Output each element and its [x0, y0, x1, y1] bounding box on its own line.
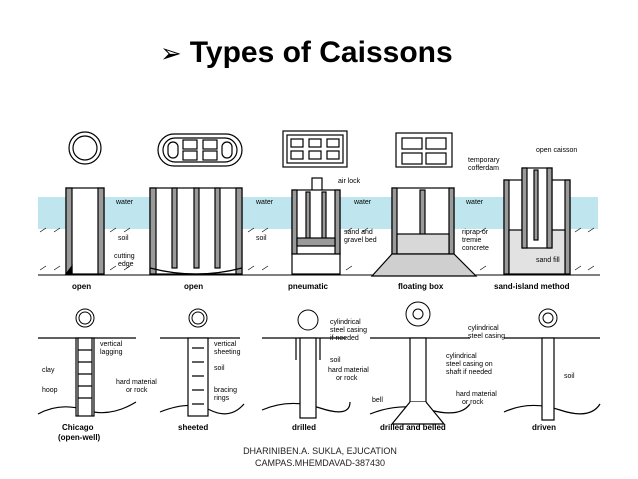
- bottom-sections: [37, 337, 601, 425]
- caption-chicago: Chicago: [62, 423, 94, 432]
- caption-open-well: (open-well): [58, 433, 101, 442]
- svg-text:clay: clay: [42, 367, 55, 374]
- bottom-labels: vertical lagging clay hoop vertical shee…: [42, 319, 575, 406]
- arrow-bullet-icon: ➢: [160, 39, 182, 69]
- svg-text:vertical: vertical: [100, 341, 123, 348]
- svg-text:concrete: concrete: [462, 245, 489, 252]
- svg-text:water: water: [255, 199, 274, 206]
- svg-text:steel casing on: steel casing on: [446, 361, 493, 368]
- caption-floating-box: floating box: [398, 282, 444, 291]
- svg-text:water: water: [353, 199, 372, 206]
- svg-text:lagging: lagging: [100, 349, 123, 356]
- svg-text:temporary: temporary: [468, 157, 500, 164]
- svg-text:water: water: [465, 199, 484, 206]
- credit-line-1: DHARINIBEN.A. SUKLA, EJUCATION: [243, 446, 397, 456]
- caption-pneumatic: pneumatic: [288, 282, 329, 291]
- svg-text:riprap or: riprap or: [462, 229, 489, 236]
- svg-text:hard material: hard material: [328, 367, 369, 374]
- top-captions: open open pneumatic floating box sand-is…: [72, 282, 570, 291]
- svg-text:open caisson: open caisson: [536, 147, 577, 154]
- svg-text:soil: soil: [564, 373, 575, 380]
- svg-text:air lock: air lock: [338, 178, 361, 185]
- svg-text:sand fill: sand fill: [536, 257, 560, 264]
- caption-sheeted: sheeted: [178, 423, 208, 432]
- svg-text:cofferdam: cofferdam: [468, 165, 499, 172]
- svg-text:soil: soil: [118, 235, 129, 242]
- svg-text:bell: bell: [372, 397, 383, 404]
- svg-text:gravel bed: gravel bed: [344, 237, 377, 244]
- svg-text:cylindrical: cylindrical: [446, 353, 477, 360]
- plan-views: [68, 130, 453, 168]
- svg-text:soil: soil: [214, 365, 225, 372]
- bottom-plan-views: [75, 301, 558, 331]
- svg-text:or rock: or rock: [126, 387, 148, 394]
- caption-open-1: open: [72, 282, 91, 291]
- svg-text:or rock: or rock: [462, 399, 484, 406]
- caption-drilled-belled: drilled and belled: [380, 423, 446, 432]
- svg-text:water: water: [115, 199, 134, 206]
- svg-text:steel casing: steel casing: [468, 333, 505, 340]
- svg-text:hoop: hoop: [42, 387, 58, 394]
- svg-text:tremie: tremie: [462, 237, 482, 244]
- caption-driven: driven: [532, 423, 556, 432]
- svg-text:or rock: or rock: [336, 375, 358, 382]
- svg-text:hard material: hard material: [116, 379, 157, 386]
- caption-drilled: drilled: [292, 423, 316, 432]
- svg-text:soil: soil: [256, 235, 267, 242]
- svg-text:shaft if needed: shaft if needed: [446, 369, 492, 376]
- svg-text:bracing: bracing: [214, 387, 237, 394]
- svg-text:edge: edge: [118, 261, 134, 268]
- slide-title: ➢Types of Caissons: [160, 36, 453, 70]
- bottom-captions: Chicago (open-well) sheeted drilled dril…: [58, 423, 556, 442]
- svg-text:sheeting: sheeting: [214, 349, 241, 356]
- soil-hatching: [39, 227, 595, 271]
- svg-text:steel casing: steel casing: [330, 327, 367, 334]
- caption-open-2: open: [184, 282, 203, 291]
- svg-text:sand and: sand and: [344, 229, 373, 236]
- slide-title-text: Types of Caissons: [189, 36, 453, 69]
- credit-text: DHARINIBEN.A. SUKLA, EJUCATION CAMPAS.MH…: [210, 445, 430, 469]
- svg-text:soil: soil: [330, 357, 341, 364]
- svg-text:cutting: cutting: [114, 253, 135, 260]
- svg-text:rings: rings: [214, 395, 230, 402]
- top-sections: [38, 167, 600, 277]
- top-labels: water water water water soil soil cuttin…: [114, 147, 577, 268]
- svg-text:cylindrical: cylindrical: [330, 319, 361, 326]
- svg-text:if needed: if needed: [330, 335, 359, 342]
- caption-sand-island: sand-island method: [494, 282, 570, 291]
- svg-text:cylindrical: cylindrical: [468, 325, 499, 332]
- svg-text:hard material: hard material: [456, 391, 497, 398]
- credit-line-2: CAMPAS.MHEMDAVAD-387430: [254, 458, 386, 468]
- svg-text:vertical: vertical: [214, 341, 237, 348]
